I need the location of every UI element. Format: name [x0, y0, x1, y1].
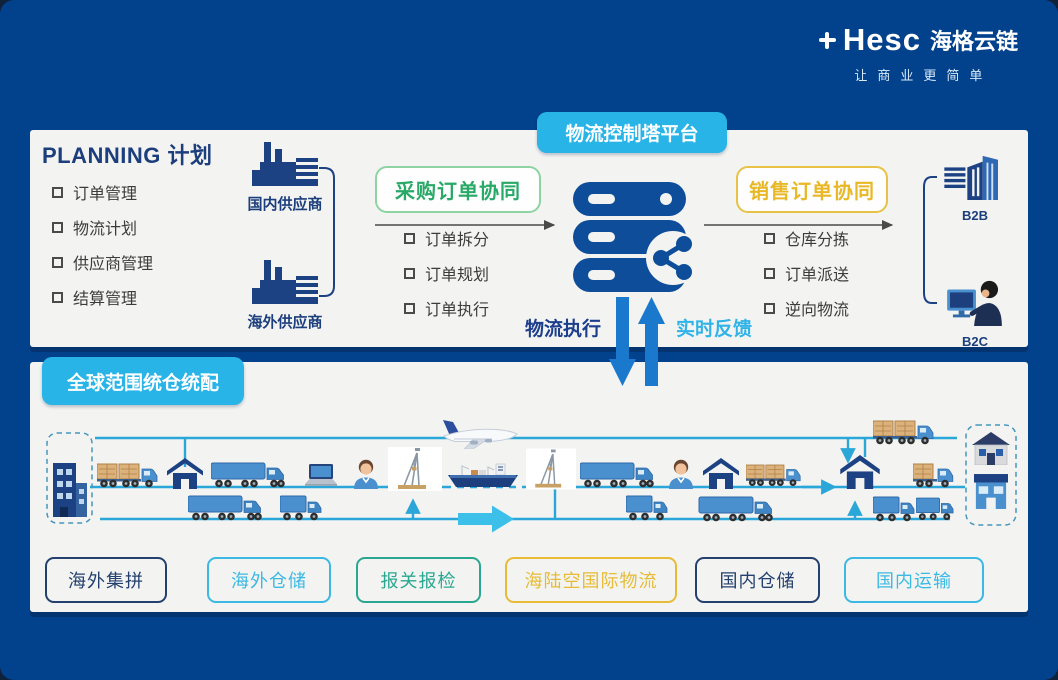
brand-logo: Hesc 海格云链 让商业更简单: [818, 22, 1018, 84]
box-truck-icon: [626, 495, 668, 521]
logistics-execute-label: 物流执行: [524, 319, 601, 340]
list-item: 订单规划: [404, 261, 489, 285]
origin-dashed-zone: [46, 432, 93, 524]
big-flow-arrow-icon: [458, 505, 514, 533]
planning-list: 订单管理 物流计划 供应商管理 结算管理: [52, 180, 153, 320]
service-overseas-warehousing[interactable]: 海外仓储: [207, 557, 331, 603]
airplane-icon: [442, 419, 518, 449]
trailer-truck-icon: [188, 495, 263, 521]
service-overseas-consolidation[interactable]: 海外集拼: [45, 557, 167, 603]
b2b-building-icon: [944, 155, 998, 200]
brand-name: Hesc: [842, 22, 921, 57]
trailer-truck-icon: [211, 462, 286, 488]
square-bullet-icon: [52, 291, 63, 303]
brand-name-cjk: 海格云链: [929, 29, 1018, 54]
port-crane-icon: [388, 447, 442, 491]
agent-person-icon: [353, 459, 379, 489]
overseas-supplier-label: 海外供应商: [247, 314, 323, 331]
b2b-channel: B2B: [935, 154, 1015, 223]
square-bullet-icon: [52, 221, 63, 233]
down-arrow-icon: [616, 297, 629, 361]
flow-arrows: [609, 297, 665, 386]
planning-panel: PLANNING 计划 订单管理 物流计划 供应商管理 结算管理 国内供应商: [30, 130, 1028, 349]
plus-logo-icon: [818, 31, 836, 49]
realtime-feedback-label: 实时反馈: [676, 319, 753, 340]
service-customs-inspection[interactable]: 报关报检: [356, 557, 481, 603]
agent-person-icon: [668, 459, 694, 489]
service-domestic-warehousing[interactable]: 国内仓储: [695, 557, 820, 603]
trailer-truck-icon: [580, 462, 655, 488]
factory-icon: [252, 260, 318, 304]
box-truck-icon: [873, 496, 915, 522]
purchase-items: 订单拆分 订单规划 订单执行: [404, 226, 489, 331]
server-icon: [573, 182, 700, 292]
network-lines: [90, 436, 965, 521]
list-item: 订单拆分: [404, 226, 489, 250]
list-item: 订单管理: [52, 180, 153, 204]
destination-dashed-zone: [965, 424, 1017, 526]
origin-building-icon: [53, 463, 87, 517]
square-bullet-icon: [404, 267, 415, 279]
warehouse-home-icon: [703, 458, 739, 489]
trailer-truck-icon: [698, 496, 774, 522]
control-tower-badge: 物流控制塔平台: [537, 112, 727, 153]
square-bullet-icon: [764, 302, 775, 314]
list-item: 结算管理: [52, 285, 153, 309]
list-item: 订单执行: [404, 296, 489, 320]
b2c-label: B2C: [961, 334, 988, 349]
planning-title: PLANNING 计划: [42, 138, 213, 170]
purchase-order-collab-box[interactable]: 采购订单协同: [375, 166, 541, 213]
up-arrow-icon: [638, 297, 665, 324]
cargo-truck-icon: [97, 463, 158, 488]
sales-order-collab-box[interactable]: 销售订单协同: [736, 166, 888, 213]
b2c-channel: B2C: [935, 278, 1015, 349]
planning-title-cjk: 计划: [167, 143, 213, 168]
cargo-truck-icon: [873, 420, 934, 445]
list-item: 逆向物流: [764, 296, 849, 320]
domestic-supplier: 国内供应商: [239, 142, 331, 214]
box-truck-icon: [916, 497, 954, 521]
square-bullet-icon: [404, 302, 415, 314]
factory-icon: [252, 142, 318, 186]
service-international-logistics[interactable]: 海陆空国际物流: [505, 557, 677, 603]
warehouse-home-icon: [167, 458, 203, 489]
logistics-flow-illustration: [46, 419, 1017, 533]
laptop-icon: [305, 464, 337, 486]
b2c-user-icon: [947, 280, 1002, 326]
global-distribution-panel: 海外集拼 海外仓储 报关报检 海陆空国际物流 国内仓储 国内运输: [30, 362, 1028, 612]
domestic-supplier-label: 国内供应商: [247, 196, 323, 213]
list-item: 订单派送: [764, 261, 849, 285]
cargo-truck-icon: [746, 464, 801, 487]
square-bullet-icon: [52, 256, 63, 268]
box-truck-icon: [280, 495, 322, 521]
square-bullet-icon: [404, 232, 415, 244]
list-item: 物流计划: [52, 215, 153, 239]
hub-home-icon: [840, 455, 880, 489]
destination-shop-icon: [974, 474, 1008, 509]
port-crane-icon: [526, 447, 576, 491]
square-bullet-icon: [764, 232, 775, 244]
square-bullet-icon: [52, 186, 63, 198]
b2b-label: B2B: [961, 208, 988, 223]
brand-tagline: 让商业更简单: [854, 68, 993, 83]
destination-house-icon: [971, 431, 1011, 465]
list-item: 仓库分拣: [764, 226, 849, 250]
overseas-supplier: 海外供应商: [239, 260, 331, 332]
box-truck-icon: [913, 463, 954, 488]
global-distribution-badge: 全球范围统仓统配: [42, 357, 244, 405]
sales-items: 仓库分拣 订单派送 逆向物流: [764, 226, 849, 331]
planning-title-en: PLANNING: [42, 143, 161, 168]
service-domestic-transport[interactable]: 国内运输: [844, 557, 984, 603]
cargo-ship-icon: [448, 463, 518, 488]
square-bullet-icon: [764, 267, 775, 279]
list-item: 供应商管理: [52, 250, 153, 274]
